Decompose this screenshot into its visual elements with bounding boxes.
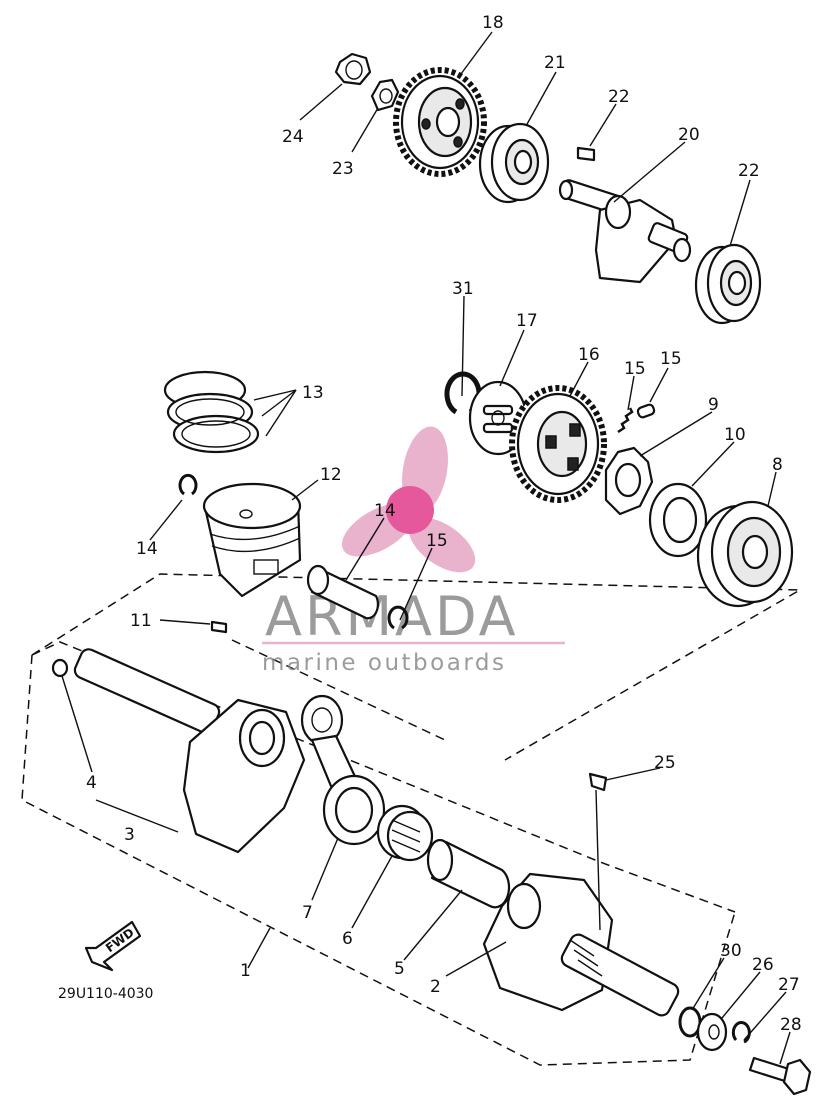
- callout-12: 12: [320, 465, 342, 485]
- part-7-connecting-rod: [300, 694, 386, 846]
- callout-27: 26: [752, 955, 774, 975]
- part-24-lock-washer: [370, 78, 400, 112]
- callout-16: 15: [624, 359, 646, 379]
- watermark-tagline: marine outboards: [262, 650, 506, 676]
- callout-7: 7: [302, 903, 313, 923]
- part-22-bearing-upper: [478, 122, 550, 204]
- leader-lines: [61, 31, 791, 1065]
- callout-5: 5: [394, 959, 405, 979]
- callout-1: 1: [240, 961, 251, 981]
- part-11-key: [210, 620, 228, 634]
- part-9-cam: [604, 446, 654, 516]
- part-23-key: [576, 146, 596, 162]
- callout-10: 10: [724, 425, 746, 445]
- part-12-piston: [202, 482, 302, 598]
- callout-4: 4: [86, 773, 97, 793]
- part-10-washer: [648, 482, 708, 558]
- callout-24: 23: [332, 159, 354, 179]
- callout-23: 22: [608, 87, 630, 107]
- callout-18: 16: [578, 345, 600, 365]
- part-5-crank-pin: [426, 838, 511, 909]
- watermark-brand: ARMADA: [265, 585, 519, 648]
- callout-22-right: 22: [738, 161, 760, 181]
- part-27-washer: [696, 1012, 728, 1052]
- callout-8: 8: [772, 455, 783, 475]
- part-18-gear: [509, 385, 607, 503]
- callout-2: 2: [430, 977, 441, 997]
- callout-labels: 18 21 22 20 22 24 23 31 17 16 15 15 9 10…: [86, 13, 802, 1035]
- part-15-clip-right: [387, 605, 409, 630]
- part-14-piston-pin: [306, 564, 380, 620]
- part-2-crank-right: [482, 872, 680, 1017]
- callout-31: 31: [452, 279, 474, 299]
- part-13-piston-rings: [163, 370, 260, 454]
- part-28-lock-washer: [731, 1021, 751, 1044]
- part-17-pin: [636, 403, 656, 419]
- part-22-bearing-right: [694, 243, 762, 325]
- callout-29: 28: [780, 1015, 802, 1035]
- part-16-spring: [617, 407, 634, 434]
- part-8-bearing: [696, 500, 794, 608]
- callout-19: 17: [516, 311, 538, 331]
- callout-30: 30: [720, 941, 742, 961]
- callout-14: 14: [374, 501, 396, 521]
- callout-6: 6: [342, 929, 353, 949]
- propeller-logo: [341, 426, 476, 573]
- part-21-balancer-shaft: [558, 179, 692, 284]
- callout-21: 20: [678, 125, 700, 145]
- diagram-code: 29U110-4030: [58, 986, 153, 1002]
- watermark: ARMADA marine outboards: [262, 426, 565, 676]
- callout-3: 3: [124, 825, 135, 845]
- callout-17: 15: [660, 349, 682, 369]
- part-15-clip-left: [178, 473, 198, 496]
- callout-22-upper: 21: [544, 53, 566, 73]
- callout-15-right: 15: [426, 531, 448, 551]
- part-26-key: [588, 772, 608, 792]
- part-29-bolt: [748, 1056, 812, 1096]
- callout-15-left: 14: [136, 539, 158, 559]
- part-4-pin: [51, 658, 69, 678]
- callout-20: 18: [482, 13, 504, 33]
- part-25-nut: [334, 52, 372, 86]
- callout-11: 11: [130, 611, 152, 631]
- fwd-arrow-icon: FWD: [84, 920, 142, 972]
- callout-28: 27: [778, 975, 800, 995]
- part-3-crank-left: [73, 648, 306, 854]
- callout-9: 9: [708, 395, 719, 415]
- part-6-needle-bearing: [376, 804, 434, 862]
- part-20-gear: [393, 67, 487, 177]
- callout-25: 24: [282, 127, 304, 147]
- callout-13: 13: [302, 383, 324, 403]
- callout-26: 25: [654, 753, 676, 773]
